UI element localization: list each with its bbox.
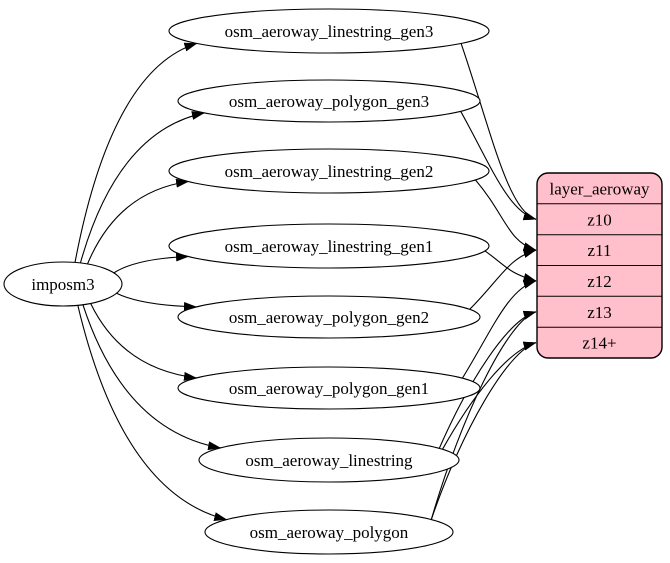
record-row-label: z10 xyxy=(587,210,612,229)
table-node-ellipse xyxy=(168,148,490,194)
edge-osm_aeroway_polygon_gen1-to-z12 xyxy=(461,280,537,379)
record-row-label: z12 xyxy=(587,272,612,291)
edge-osm_aeroway_polygon_gen2-to-z11 xyxy=(469,249,537,310)
record-row-label: z14+ xyxy=(582,334,616,353)
edge-osm_aeroway_polygon_gen3-to-z10 xyxy=(460,111,537,221)
table-node-label: osm_aeroway_linestring_gen1 xyxy=(225,237,434,256)
table-node-label: osm_aeroway_polygon_gen2 xyxy=(229,308,429,327)
edge-osm_aeroway_linestring_gen3-to-z10 xyxy=(460,43,537,221)
table-node-osm_aeroway_polygon_gen2: osm_aeroway_polygon_gen2 xyxy=(177,295,481,339)
edge-imposm3-to-osm_aeroway_linestring xyxy=(82,304,222,451)
table-node-ellipse xyxy=(204,509,454,555)
edge-osm_aeroway_polygon-to-z13 xyxy=(430,310,537,520)
edge-osm_aeroway_linestring_gen1-to-z12 xyxy=(484,250,537,282)
record-row-label: z13 xyxy=(587,303,612,322)
edge-imposm3-to-osm_aeroway_linestring_gen3 xyxy=(74,42,198,263)
record-row-label: z11 xyxy=(588,241,612,260)
record-node-layer_aeroway: layer_aeroway z10 z11 z12 z13 z14+ xyxy=(536,172,663,359)
edge-imposm3-to-osm_aeroway_polygon_gen2 xyxy=(116,292,197,312)
edge-imposm3-to-osm_aeroway_polygon_gen3 xyxy=(79,111,205,264)
table-node-osm_aeroway_polygon_gen1: osm_aeroway_polygon_gen1 xyxy=(177,366,481,410)
edge-osm_aeroway_polygon-to-z14+ xyxy=(430,341,537,520)
table-node-label: osm_aeroway_polygon xyxy=(250,523,409,542)
table-node-ellipse xyxy=(177,366,481,410)
table-node-label: osm_aeroway_polygon_gen3 xyxy=(229,92,429,111)
edge-imposm3-to-osm_aeroway_polygon_gen1 xyxy=(90,303,197,381)
table-node-ellipse xyxy=(177,79,481,123)
table-node-osm_aeroway_linestring_gen1: osm_aeroway_linestring_gen1 xyxy=(168,223,490,269)
table-node-label: osm_aeroway_linestring xyxy=(245,451,413,470)
table-node-label: osm_aeroway_linestring_gen2 xyxy=(225,162,434,181)
table-node-label: osm_aeroway_linestring_gen3 xyxy=(225,22,434,41)
edge-imposm3-to-osm_aeroway_linestring_gen2 xyxy=(86,178,190,265)
edge-osm_aeroway_linestring_gen2-to-z11 xyxy=(474,179,537,251)
edges-layer xyxy=(74,42,537,521)
table-node-ellipse xyxy=(177,295,481,339)
table-node-osm_aeroway_linestring_gen3: osm_aeroway_linestring_gen3 xyxy=(168,8,490,54)
source-node-imposm3: imposm3 xyxy=(3,261,123,307)
source-node-ellipse xyxy=(3,261,123,307)
table-node-ellipse xyxy=(198,437,460,483)
table-node-osm_aeroway_polygon_gen3: osm_aeroway_polygon_gen3 xyxy=(177,79,481,123)
edge-imposm3-to-osm_aeroway_polygon xyxy=(77,305,228,521)
record-header-label: layer_aeroway xyxy=(549,179,650,198)
table-node-osm_aeroway_polygon: osm_aeroway_polygon xyxy=(204,509,454,555)
table-node-label: osm_aeroway_polygon_gen1 xyxy=(229,379,429,398)
nodes-layer: imposm3 osm_aeroway_linestring_gen3 osm_ae… xyxy=(3,8,663,555)
table-node-ellipse xyxy=(168,8,490,54)
table-node-osm_aeroway_linestring_gen2: osm_aeroway_linestring_gen2 xyxy=(168,148,490,194)
table-node-osm_aeroway_linestring: osm_aeroway_linestring xyxy=(198,437,460,483)
edge-imposm3-to-osm_aeroway_linestring_gen1 xyxy=(113,252,190,274)
source-node-label: imposm3 xyxy=(31,275,94,294)
table-node-ellipse xyxy=(168,223,490,269)
